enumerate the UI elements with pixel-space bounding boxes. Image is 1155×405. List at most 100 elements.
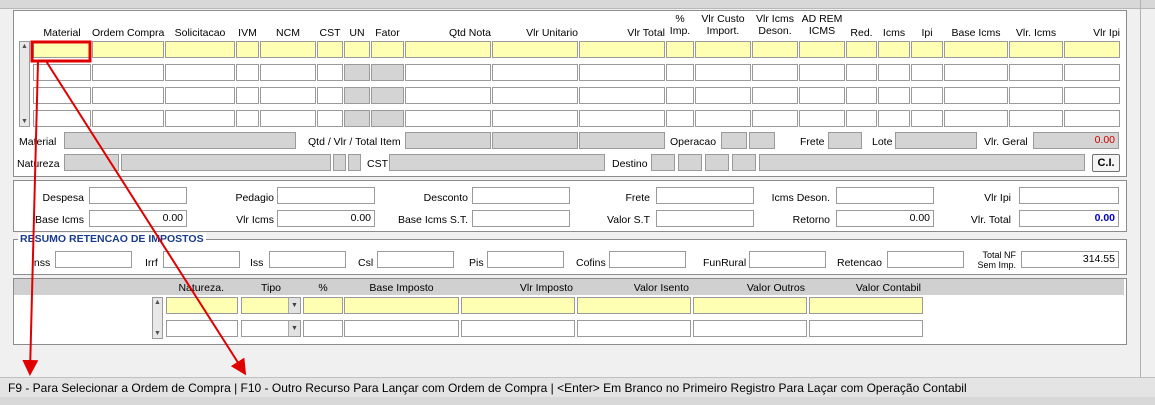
scroll-up-icon[interactable]: ▲ — [21, 43, 28, 50]
cell-red[interactable] — [846, 110, 877, 127]
cell-ncm[interactable] — [260, 87, 316, 104]
cell-solicitacao[interactable] — [165, 64, 235, 81]
acc-cell-valor-contabil[interactable] — [809, 297, 923, 314]
acc-cell-valor-outros[interactable] — [693, 320, 807, 337]
cell-base-icms[interactable] — [944, 64, 1008, 81]
acc-cell-natureza[interactable] — [166, 297, 238, 314]
acc-cell-base-imposto[interactable] — [344, 320, 459, 337]
acc-cell-vlr-imposto[interactable] — [461, 297, 575, 314]
cell-vlr-total[interactable] — [579, 110, 665, 127]
cell-solicitacao[interactable] — [165, 41, 235, 58]
csl-field[interactable] — [377, 251, 454, 268]
cell-material[interactable] — [33, 64, 91, 81]
cell-ad-rem-icms[interactable] — [799, 64, 845, 81]
cell-vlr-icms[interactable] — [1009, 41, 1063, 58]
inss-field[interactable] — [55, 251, 132, 268]
desconto-field[interactable] — [472, 187, 570, 204]
cell-ncm[interactable] — [260, 64, 316, 81]
vlr-ipi-total-field[interactable] — [1019, 187, 1119, 204]
items-grid-scrollbar[interactable] — [19, 41, 30, 127]
acc-cell-natureza[interactable] — [166, 320, 238, 337]
irrf-field[interactable] — [163, 251, 240, 268]
cell-red[interactable] — [846, 64, 877, 81]
cell-ad-rem-icms[interactable] — [799, 41, 845, 58]
cell-ordem-compra[interactable] — [92, 110, 164, 127]
chevron-down-icon[interactable]: ▼ — [288, 298, 300, 313]
cell-material[interactable] — [33, 41, 91, 58]
acc-scroll-down-icon[interactable]: ▼ — [154, 330, 161, 337]
cofins-field[interactable] — [609, 251, 686, 268]
acc-cell-valor-isento[interactable] — [577, 297, 691, 314]
scroll-down-icon[interactable]: ▼ — [21, 118, 28, 125]
acc-scroll-up-icon[interactable]: ▲ — [154, 299, 161, 306]
cell-ivm[interactable] — [236, 41, 259, 58]
valor-st-field[interactable] — [656, 210, 754, 227]
cell-pct-imp[interactable] — [666, 64, 694, 81]
chevron-down-icon[interactable]: ▼ — [288, 321, 300, 336]
cell-ordem-compra[interactable] — [92, 41, 164, 58]
acc-cell-valor-isento[interactable] — [577, 320, 691, 337]
acc-cell-base-imposto[interactable] — [344, 297, 459, 314]
cell-vlr-unitario[interactable] — [492, 87, 578, 104]
cell-vlr-icms[interactable] — [1009, 87, 1063, 104]
cell-ncm[interactable] — [260, 41, 316, 58]
cell-vlr-icms[interactable] — [1009, 64, 1063, 81]
cell-vlr-ipi[interactable] — [1064, 41, 1120, 58]
cell-icms[interactable] — [878, 87, 910, 104]
cell-ipi[interactable] — [911, 110, 943, 127]
cell-vlr-total[interactable] — [579, 41, 665, 58]
cell-vlr-icms-deson[interactable] — [752, 110, 798, 127]
cell-vlr-unitario[interactable] — [492, 64, 578, 81]
cell-vlr-icms[interactable] — [1009, 110, 1063, 127]
despesa-field[interactable] — [89, 187, 187, 204]
cell-solicitacao[interactable] — [165, 87, 235, 104]
acc-cell-valor-contabil[interactable] — [809, 320, 923, 337]
cell-base-icms[interactable] — [944, 87, 1008, 104]
cell-vlr-total[interactable] — [579, 87, 665, 104]
cell-ivm[interactable] — [236, 64, 259, 81]
cell-qtd-nota[interactable] — [405, 110, 491, 127]
cell-vlr-custo-import[interactable] — [695, 41, 751, 58]
cell-pct-imp[interactable] — [666, 87, 694, 104]
cell-red[interactable] — [846, 41, 877, 58]
cell-vlr-icms-deson[interactable] — [752, 64, 798, 81]
cell-icms[interactable] — [878, 41, 910, 58]
cell-material[interactable] — [33, 110, 91, 127]
cell-vlr-total[interactable] — [579, 64, 665, 81]
cell-fator[interactable] — [371, 41, 404, 58]
cell-pct-imp[interactable] — [666, 41, 694, 58]
retencao-field[interactable] — [887, 251, 964, 268]
iss-field[interactable] — [269, 251, 346, 268]
cell-cst[interactable] — [317, 41, 343, 58]
cell-base-icms[interactable] — [944, 41, 1008, 58]
acc-cell-vlr-imposto[interactable] — [461, 320, 575, 337]
cell-cst[interactable] — [317, 110, 343, 127]
cell-icms[interactable] — [878, 110, 910, 127]
cell-vlr-unitario[interactable] — [492, 41, 578, 58]
cell-vlr-custo-import[interactable] — [695, 87, 751, 104]
cell-ivm[interactable] — [236, 110, 259, 127]
cell-vlr-ipi[interactable] — [1064, 64, 1120, 81]
base-icms-st-field[interactable] — [472, 210, 570, 227]
ci-button[interactable]: C.I. — [1092, 154, 1120, 172]
cell-ipi[interactable] — [911, 41, 943, 58]
cell-un[interactable] — [344, 41, 370, 58]
cell-vlr-icms-deson[interactable] — [752, 41, 798, 58]
cell-vlr-ipi[interactable] — [1064, 87, 1120, 104]
cell-qtd-nota[interactable] — [405, 41, 491, 58]
cell-vlr-custo-import[interactable] — [695, 110, 751, 127]
cell-ipi[interactable] — [911, 64, 943, 81]
cell-qtd-nota[interactable] — [405, 64, 491, 81]
funrural-field[interactable] — [749, 251, 826, 268]
pedagio-field[interactable] — [277, 187, 375, 204]
cell-base-icms[interactable] — [944, 110, 1008, 127]
cell-ordem-compra[interactable] — [92, 87, 164, 104]
vlr-icms-total-field[interactable]: 0.00 — [277, 210, 375, 227]
cell-material[interactable] — [33, 87, 91, 104]
cell-vlr-unitario[interactable] — [492, 110, 578, 127]
icms-deson-field[interactable] — [836, 187, 934, 204]
cell-vlr-ipi[interactable] — [1064, 110, 1120, 127]
cell-ivm[interactable] — [236, 87, 259, 104]
cell-cst[interactable] — [317, 64, 343, 81]
frete-total-field[interactable] — [656, 187, 754, 204]
